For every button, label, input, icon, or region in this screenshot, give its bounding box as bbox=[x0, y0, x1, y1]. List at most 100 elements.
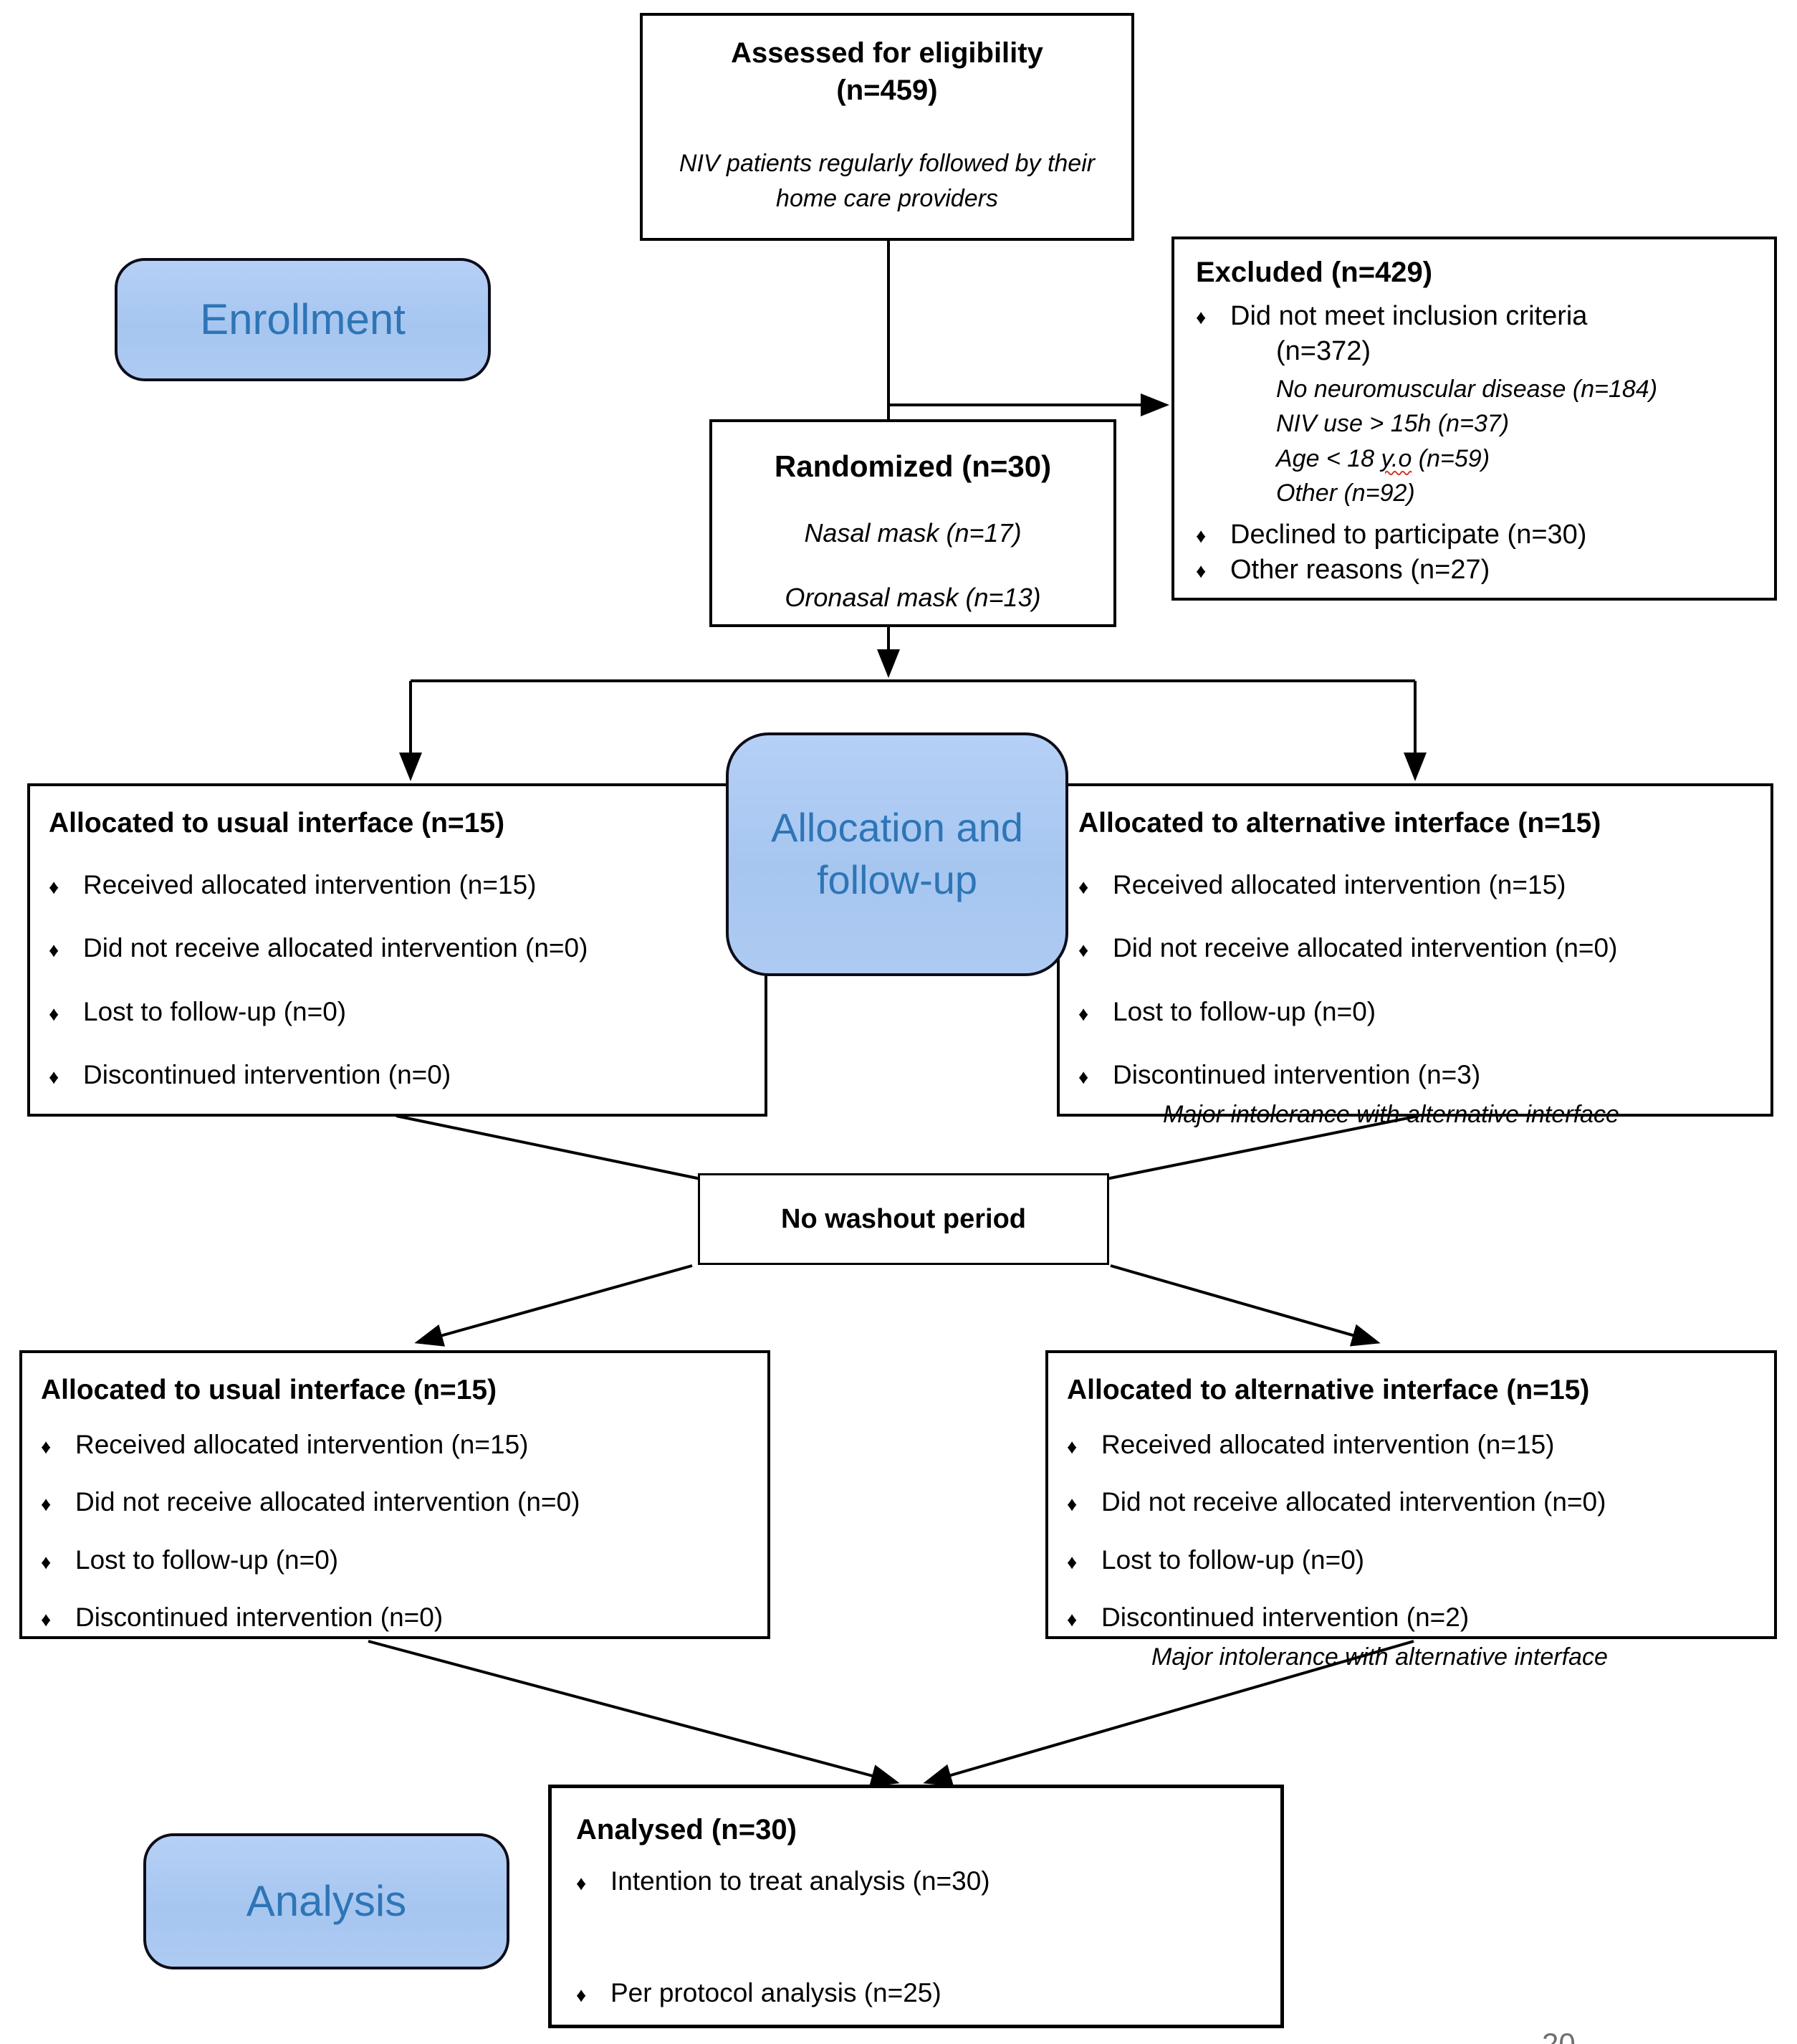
excluded-reason-2: NIV use > 15h (n=37) bbox=[1276, 410, 1510, 438]
stage-enrollment-label: Enrollment bbox=[200, 295, 406, 343]
bullet-discontinued: ♦ Discontinued intervention (n=3) bbox=[1078, 1059, 1753, 1091]
diamond-bullet-icon: ♦ bbox=[1067, 1493, 1078, 1516]
bullet-not-received: ♦ Did not receive allocated intervention… bbox=[49, 932, 747, 964]
bullet-text: Discontinued intervention (n=2) bbox=[1101, 1603, 1470, 1633]
analysed-box: Analysed (n=30) ♦ Intention to treat ana… bbox=[548, 1785, 1284, 2028]
diamond-bullet-icon: ♦ bbox=[49, 1066, 59, 1089]
diamond-bullet-icon: ♦ bbox=[1078, 876, 1089, 898]
stage-analysis-label: Analysis bbox=[246, 1877, 407, 1925]
excluded-bullet-1: ♦ Did not meet inclusion criteria bbox=[1196, 299, 1755, 334]
stage-enrollment: Enrollment bbox=[115, 258, 491, 381]
allocation-2-alternative-note: Major intolerance with alternative inter… bbox=[1151, 1643, 1608, 1671]
connector-washout-to-usual-2-arrow bbox=[414, 1264, 693, 1347]
randomized-box: Randomized (n=30) Nasal mask (n=17) Oron… bbox=[709, 419, 1116, 627]
excluded-reason-3: Age < 18 y.o (n=59) bbox=[1276, 441, 1755, 476]
allocation-1-alternative-title: Allocated to alternative interface (n=15… bbox=[1078, 808, 1601, 839]
page-number: 20 bbox=[1542, 2027, 1576, 2044]
washout-box: No washout period bbox=[698, 1173, 1109, 1265]
bullet-text: Did not receive allocated intervention (… bbox=[75, 1487, 580, 1517]
diamond-bullet-icon: ♦ bbox=[49, 939, 59, 962]
diamond-bullet-icon: ♦ bbox=[1078, 1002, 1089, 1025]
assessed-box: Assessed for eligibility (n=459) NIV pat… bbox=[640, 13, 1134, 241]
randomized-arm-1: Nasal mask (n=17) bbox=[804, 518, 1022, 548]
allocation-1-alternative-box: Allocated to alternative interface (n=15… bbox=[1057, 783, 1773, 1128]
bullet-discontinued: ♦ Discontinued intervention (n=0) bbox=[49, 1059, 747, 1091]
allocation-2-usual-box: Allocated to usual interface (n=15) ♦ Re… bbox=[19, 1350, 770, 1639]
diamond-bullet-icon: ♦ bbox=[41, 1436, 52, 1458]
diamond-bullet-icon: ♦ bbox=[49, 1002, 59, 1025]
bullet-text: Received allocated intervention (n=15) bbox=[1113, 870, 1566, 899]
diamond-bullet-icon: ♦ bbox=[1078, 1066, 1089, 1089]
bullet-lost: ♦ Lost to follow-up (n=0) bbox=[49, 996, 747, 1028]
excluded-bullet-1-count: (n=372) bbox=[1276, 335, 1371, 366]
bullet-text: Received allocated intervention (n=15) bbox=[75, 1430, 529, 1459]
bullet-text: Did not receive allocated intervention (… bbox=[1101, 1487, 1606, 1517]
bullet-received: ♦ Received allocated intervention (n=15) bbox=[1078, 869, 1753, 901]
allocation-1-usual-title: Allocated to usual interface (n=15) bbox=[49, 808, 505, 839]
excluded-reason-3-yo: y.o bbox=[1381, 444, 1412, 472]
connector-alternative-1-to-washout bbox=[1106, 1114, 1419, 1180]
allocation-1-usual-box: Allocated to usual interface (n=15) ♦ Re… bbox=[27, 783, 767, 1117]
diamond-bullet-icon: ♦ bbox=[41, 1608, 52, 1631]
diamond-bullet-icon: ♦ bbox=[41, 1550, 52, 1573]
connector-usual-2-to-analysed-arrow bbox=[368, 1640, 900, 1787]
bullet-received: ♦ Received allocated intervention (n=15) bbox=[1067, 1429, 1757, 1461]
excluded-reason-4: Other (n=92) bbox=[1276, 479, 1415, 507]
diamond-bullet-icon: ♦ bbox=[576, 1872, 587, 1894]
bullet-not-received: ♦ Did not receive allocated intervention… bbox=[41, 1486, 750, 1518]
bullet-text: Lost to follow-up (n=0) bbox=[1101, 1544, 1365, 1575]
assessed-title: Assessed for eligibility bbox=[731, 37, 1043, 69]
bullet-received: ♦ Received allocated intervention (n=15) bbox=[49, 869, 747, 901]
excluded-reason-1: No neuromuscular disease (n=184) bbox=[1276, 376, 1658, 403]
excluded-reason-3-post: (n=59) bbox=[1412, 444, 1490, 472]
diamond-bullet-icon: ♦ bbox=[576, 1984, 587, 2007]
connector-alternative-2-to-analysed-arrow bbox=[923, 1640, 1414, 1787]
bullet-lost: ♦ Lost to follow-up (n=0) bbox=[1078, 996, 1753, 1028]
bullet-discontinued: ♦ Discontinued intervention (n=0) bbox=[41, 1602, 750, 1633]
assessed-note: NIV patients regularly followed by their… bbox=[679, 150, 1096, 213]
diamond-bullet-icon: ♦ bbox=[1196, 306, 1207, 328]
bullet-per-protocol: ♦ Per protocol analysis (n=25) bbox=[576, 1977, 1259, 2010]
bullet-text: Did not receive allocated intervention (… bbox=[1113, 933, 1618, 963]
bullet-not-received: ♦ Did not receive allocated intervention… bbox=[1067, 1486, 1757, 1518]
diamond-bullet-icon: ♦ bbox=[1196, 525, 1207, 548]
excluded-title: Excluded (n=429) bbox=[1196, 257, 1433, 288]
assessed-count: (n=459) bbox=[836, 75, 938, 106]
bullet-discontinued: ♦ Discontinued intervention (n=2) bbox=[1067, 1602, 1757, 1633]
diamond-bullet-icon: ♦ bbox=[1067, 1436, 1078, 1458]
washout-label: No washout period bbox=[781, 1203, 1026, 1234]
bullet-text: Intention to treat analysis (n=30) bbox=[610, 1866, 990, 1896]
bullet-text: Discontinued intervention (n=0) bbox=[83, 1060, 451, 1090]
excluded-bullet-2-text: Declined to participate (n=30) bbox=[1230, 520, 1587, 550]
stage-allocation: Allocation and follow-up bbox=[726, 732, 1068, 976]
allocation-2-alternative-title: Allocated to alternative interface (n=15… bbox=[1067, 1375, 1590, 1405]
bullet-text: Discontinued intervention (n=3) bbox=[1113, 1060, 1481, 1090]
bullet-lost: ♦ Lost to follow-up (n=0) bbox=[1067, 1544, 1757, 1576]
stage-analysis: Analysis bbox=[143, 1833, 509, 1969]
allocation-2-alternative-box: Allocated to alternative interface (n=15… bbox=[1045, 1350, 1777, 1671]
allocation-2-usual-title: Allocated to usual interface (n=15) bbox=[41, 1375, 497, 1405]
analysed-title: Analysed (n=30) bbox=[576, 1814, 797, 1845]
bullet-text: Lost to follow-up (n=0) bbox=[1113, 996, 1376, 1026]
diamond-bullet-icon: ♦ bbox=[49, 876, 59, 898]
connector-usual-1-to-washout bbox=[396, 1114, 701, 1180]
bullet-itt: ♦ Intention to treat analysis (n=30) bbox=[576, 1865, 1259, 1898]
allocation-1-alternative-note: Major intolerance with alternative inter… bbox=[1163, 1100, 1619, 1128]
bullet-text: Lost to follow-up (n=0) bbox=[83, 996, 347, 1026]
randomized-arm-2: Oronasal mask (n=13) bbox=[785, 583, 1041, 612]
diamond-bullet-icon: ♦ bbox=[1196, 559, 1207, 582]
excluded-box: Excluded (n=429) ♦ Did not meet inclusio… bbox=[1171, 237, 1777, 601]
spacer bbox=[576, 1898, 1259, 1977]
bullet-text: Lost to follow-up (n=0) bbox=[75, 1544, 339, 1575]
bullet-received: ♦ Received allocated intervention (n=15) bbox=[41, 1429, 750, 1461]
bullet-text: Discontinued intervention (n=0) bbox=[75, 1603, 444, 1633]
bullet-text: Per protocol analysis (n=25) bbox=[610, 1978, 941, 2008]
excluded-reason-3-pre: Age < 18 bbox=[1276, 444, 1381, 472]
randomized-title: Randomized (n=30) bbox=[774, 449, 1052, 483]
diamond-bullet-icon: ♦ bbox=[1067, 1550, 1078, 1573]
excluded-bullet-3-text: Other reasons (n=27) bbox=[1230, 554, 1490, 585]
excluded-bullet-1-text: Did not meet inclusion criteria bbox=[1230, 301, 1588, 331]
diamond-bullet-icon: ♦ bbox=[1078, 939, 1089, 962]
bullet-text: Received allocated intervention (n=15) bbox=[83, 870, 537, 899]
